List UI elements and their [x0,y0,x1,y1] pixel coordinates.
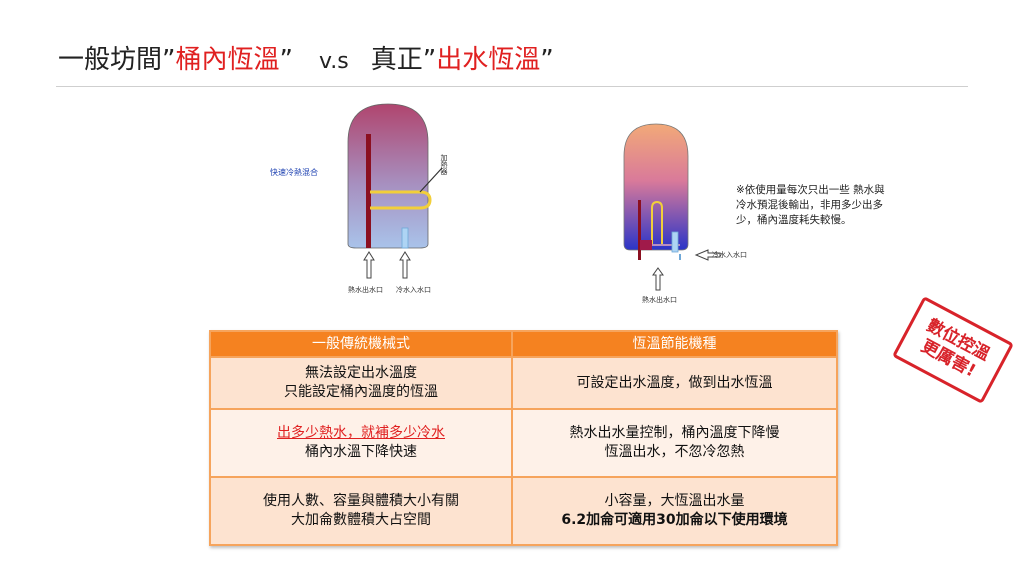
heater-coil [370,190,432,210]
title-part1: 一般坊間” [58,45,176,75]
table-row-3-left: 使用人數、容量與體積大小有關 大加侖數體積大占空間 [211,478,511,544]
cell-line: 只能設定桶內溫度的恆溫 [284,384,438,400]
cell-line: 小容量，大恆溫出水量 [604,493,745,509]
hot-out-arrow [652,267,664,291]
mix-label: 快速冷熱混合 [270,167,318,177]
title-quote2: ” [540,45,554,75]
cold-in-arrow [694,249,721,261]
cell-line: 使用人數、容量與體積大小有關 [263,493,459,509]
hot-outlet-pipe [366,134,371,248]
hot-out-label: 熱水出水口 [348,285,383,294]
comparison-table: 一般傳統機械式 恆溫節能機種 無法設定出水溫度 只能設定桶內溫度的恆溫 可設定出… [209,330,838,546]
table-header-constant-temp: 恆溫節能機種 [513,332,836,356]
tank-body [347,103,429,249]
cell-line: 桶內水溫下降快速 [305,444,417,460]
tank-body [623,123,689,251]
cell-line: 熱水出水量控制，桶內溫度下降慢 [569,425,780,441]
table-row-1-right: 可設定出水溫度，做到出水恆溫 [513,358,836,408]
table-row-1-left: 無法設定出水溫度 只能設定桶內溫度的恆溫 [211,358,511,408]
constant-temp-tank-diagram: 冷水入水口 熱水出水口 [623,123,747,304]
cell-line: 6.2加侖可適用30加侖以下使用環境 [561,512,788,528]
title-divider [56,86,968,87]
traditional-tank-diagram: 快速冷熱混合 加熱器 熱水出水口 冷水入水口 [270,103,448,294]
hot-out-arrow [363,251,375,279]
title-vs: v.s [318,49,349,74]
cell-line-highlight: 出多少熱水，就補多少冷水 [277,425,445,441]
hot-out-label: 熱水出水口 [642,295,677,304]
table-header-traditional: 一般傳統機械式 [211,332,511,356]
cell-line: 可設定出水溫度，做到出水恆溫 [576,374,773,391]
table-row-2-left: 出多少熱水，就補多少冷水 桶內水溫下降快速 [211,410,511,476]
cold-in-label: 冷水入水口 [712,250,747,259]
digital-control-stamp: 數位控溫 更厲害! [892,296,1014,404]
hot-outlet-pipe [638,200,641,260]
table-row-2-right: 熱水出水量控制，桶內溫度下降慢 恆溫出水，不忽冷忽熱 [513,410,836,476]
heater-label: 加熱器 [440,153,448,176]
heater-coil [651,200,663,244]
mixing-valve [640,240,652,250]
cell-line: 恆溫出水，不忽冷忽熱 [604,444,745,460]
cold-in-arrow [399,251,411,279]
cell-line: 無法設定出水溫度 [305,365,417,381]
cold-inlet-pipe [401,227,409,249]
cold-inlet-pipe [671,231,679,253]
usage-note: ※依使用量每次只出一些 熱水與冷水預混後輸出，非用多少出多少，桶內溫度耗失較慢。 [736,184,885,226]
title-red2: 出水恆溫 [436,45,541,75]
table-row-3-right: 小容量，大恆溫出水量 6.2加侖可適用30加侖以下使用環境 [513,478,836,544]
title-part2: 真正” [370,45,437,75]
title-quote1: ” [279,45,293,75]
title-red1: 桶內恆溫 [175,45,280,75]
cold-in-label: 冷水入水口 [396,285,431,294]
cell-line: 大加侖數體積大占空間 [291,512,431,528]
